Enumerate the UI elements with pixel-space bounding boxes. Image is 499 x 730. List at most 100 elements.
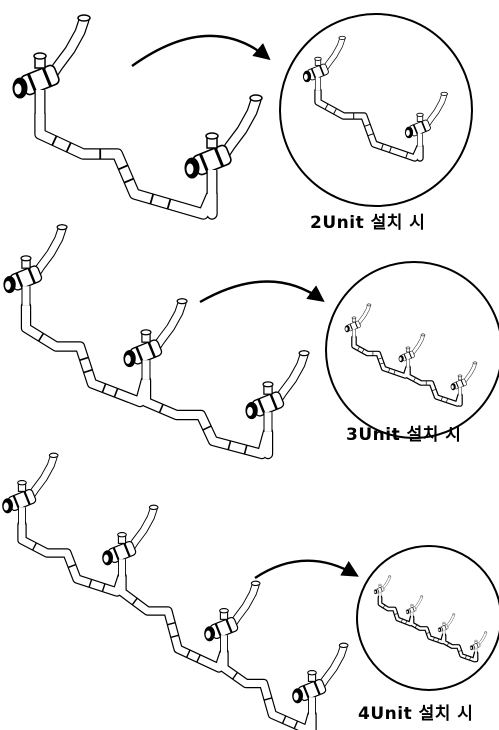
branch-unit xyxy=(469,631,488,654)
valve-stem-cap xyxy=(307,670,317,676)
pipe-coupling-band xyxy=(293,720,299,730)
header-pipe-run xyxy=(34,108,218,220)
valve-ring xyxy=(12,495,21,510)
riser-cap xyxy=(48,452,59,459)
pipe-coupling-band xyxy=(413,377,416,382)
pipe-coupling-band xyxy=(51,135,58,146)
branch-unit xyxy=(404,91,448,147)
branch-unit xyxy=(204,580,261,653)
valve-ring xyxy=(225,618,233,634)
riser-cap xyxy=(298,350,310,357)
valve-ring xyxy=(26,73,38,94)
zoom-circle-4unit xyxy=(356,545,499,691)
riser-cap xyxy=(420,333,426,337)
pipe-coupling-band xyxy=(31,542,38,551)
end-nut-face xyxy=(246,406,254,417)
valve-stem-cap xyxy=(219,608,229,614)
branch-unit xyxy=(123,298,188,380)
valve-ring xyxy=(27,267,36,284)
pipe-coupling-band xyxy=(231,671,239,680)
branch-unit xyxy=(344,303,372,338)
valve-ring xyxy=(460,379,465,387)
valve-ring xyxy=(302,685,311,700)
header-pipe-run xyxy=(17,519,317,730)
magnify-arrow-3unit xyxy=(199,280,325,304)
panel-3unit-main-piping xyxy=(3,224,310,460)
valve-stem-cap xyxy=(17,480,27,486)
pipe-coupling-band xyxy=(281,715,287,724)
branch-unit xyxy=(450,361,478,396)
pipe-coupling-band xyxy=(79,356,89,362)
riser-cap xyxy=(388,575,392,578)
panel-4unit-main-piping xyxy=(2,452,349,730)
valve-ring xyxy=(377,588,380,593)
end-nut-face xyxy=(124,354,132,365)
pipe-coupling-band xyxy=(67,563,77,569)
pipe-coupling-band xyxy=(405,151,409,159)
pipe-coupling-band xyxy=(185,649,191,658)
valve-ring xyxy=(269,393,278,410)
panel-2unit-zoom-piping xyxy=(302,35,448,162)
pipe-coupling-band xyxy=(202,425,212,431)
valve-stem-cap xyxy=(262,381,274,388)
pipe-coupling-band xyxy=(387,367,391,373)
valve-ring xyxy=(349,323,354,331)
caption-4unit-installation: 4Unit 설치 시 xyxy=(358,704,474,724)
valve-ring xyxy=(403,353,408,361)
pipe-coupling-band xyxy=(388,146,392,153)
branch-unit xyxy=(102,504,159,577)
valve-stem-cap xyxy=(351,316,357,320)
riser-cap xyxy=(472,361,478,365)
riser-cap xyxy=(250,580,261,587)
magnify-arrow-2unit xyxy=(131,34,271,67)
pipe-coupling-band xyxy=(440,396,443,402)
valve-ring xyxy=(15,272,24,289)
valve-ring xyxy=(409,608,412,613)
valve-stem-cap xyxy=(33,52,47,60)
branch-unit xyxy=(12,14,91,114)
pipe-coupling-band xyxy=(393,613,399,615)
pipe-coupling-band xyxy=(37,332,45,342)
valve-stem-cap xyxy=(140,329,152,336)
riser-cap xyxy=(77,14,91,22)
valve-ring xyxy=(473,644,476,649)
valve-stem-cap xyxy=(474,639,478,642)
end-nut-face xyxy=(185,162,195,176)
pipe-coupling-band xyxy=(464,654,467,660)
pipe-coupling-band xyxy=(446,642,450,647)
valve-ring xyxy=(313,680,321,696)
pipe-coupling-band xyxy=(123,177,135,184)
end-nut-face xyxy=(450,384,455,390)
riser-cap xyxy=(420,595,424,598)
panel-4unit-zoom-piping xyxy=(373,575,488,663)
pipe-coupling-band xyxy=(324,103,329,110)
zoom-circle-3unit xyxy=(325,261,499,439)
pipe-coupling-band xyxy=(117,164,129,171)
end-nut-face xyxy=(292,691,300,702)
end-nut-face xyxy=(13,82,23,96)
valve-stem-cap xyxy=(457,374,463,378)
valve-ring xyxy=(147,341,156,358)
valve-stem-cap xyxy=(205,132,219,140)
branch-unit xyxy=(2,452,59,525)
magnify-arrow-4unit xyxy=(254,559,359,580)
valve-ring xyxy=(123,542,131,558)
pipe-coupling-band xyxy=(457,650,463,652)
header-pipe-run xyxy=(351,334,463,407)
pipe-coupling-band xyxy=(357,346,360,351)
valve-ring xyxy=(420,121,427,132)
pipe-body xyxy=(22,301,272,458)
end-nut-face xyxy=(398,356,403,362)
valve-stem-cap xyxy=(117,532,127,538)
branch-unit xyxy=(302,35,346,91)
valve-ring xyxy=(412,124,419,136)
branch-unit xyxy=(398,333,426,368)
valve-ring xyxy=(444,625,447,630)
riser-cap xyxy=(440,91,448,96)
valve-ring xyxy=(257,398,266,415)
pipe-coupling-band xyxy=(263,697,273,701)
pipe-coupling-band xyxy=(332,108,338,115)
pipe-coupling-band xyxy=(196,654,201,663)
pipe-coupling-band xyxy=(227,440,232,451)
valve-ring xyxy=(412,607,415,612)
